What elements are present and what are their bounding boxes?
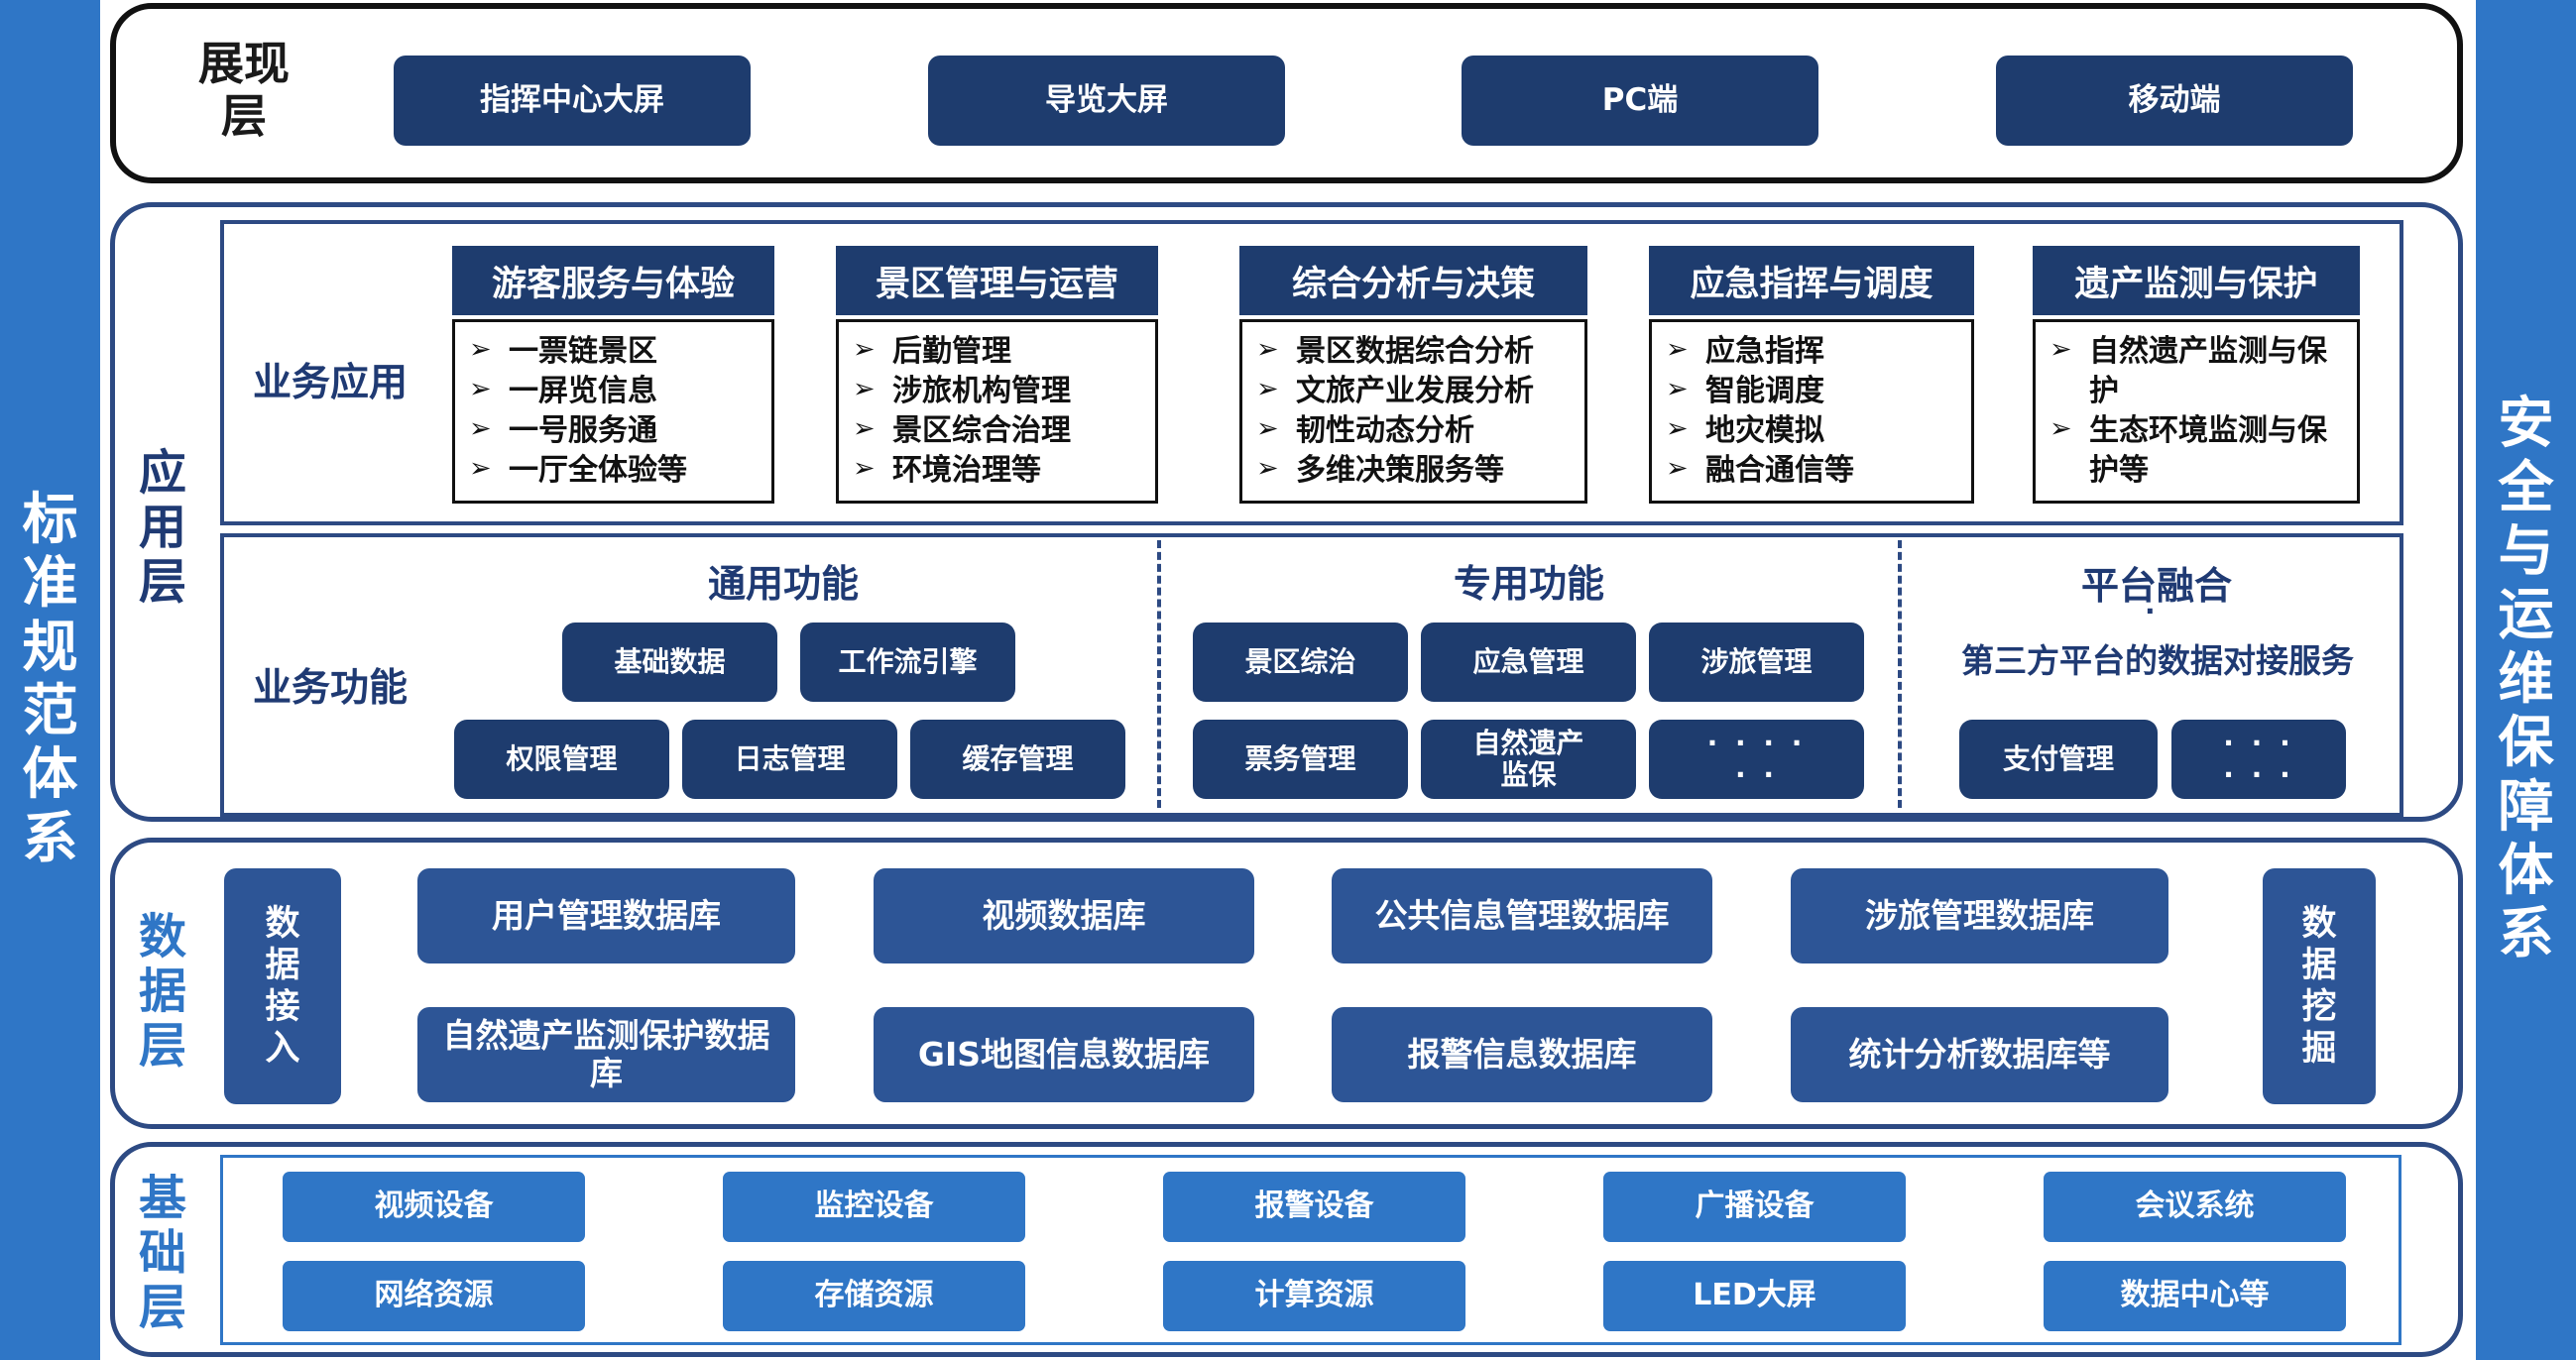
business-applications-label: 业务应用 <box>253 361 409 405</box>
card-title-emergency-command: 应急指挥与调度 <box>1649 246 1974 315</box>
mobile-client-box: 移动端 <box>1996 56 2353 146</box>
ellipsis-box: · · · · · · <box>1649 720 1864 799</box>
base-resources-panel <box>220 1155 2401 1345</box>
general-functions-title: 通用功能 <box>707 562 859 606</box>
tourism-management-db-box: 涉旅管理数据库 <box>1791 868 2168 963</box>
data-ingest-box: 数 据 接 入 <box>224 868 341 1104</box>
business-applications-panel <box>220 220 2403 525</box>
card-body-emergency-command: 应急指挥 智能调度 地灾模拟 融合通信等 <box>1649 319 1974 504</box>
video-equipment-box: 视频设备 <box>283 1172 585 1242</box>
list-item: 多维决策服务等 <box>1256 451 1571 491</box>
security-ops-system-bar: 安 全 与 运 维 保 障 体 系 <box>2476 0 2576 1360</box>
payment-management-box: 支付管理 <box>1959 720 2158 799</box>
storage-resources-box: 存储资源 <box>723 1261 1025 1331</box>
standards-system-label: 标 准 规 范 体 系 <box>22 487 78 871</box>
base-layer-label: 基 础 层 <box>139 1171 187 1336</box>
list-item: 一票链景区 <box>469 332 758 372</box>
cache-management-box: 缓存管理 <box>910 720 1125 799</box>
list-item: 涉旅机构管理 <box>853 372 1141 411</box>
tourism-management-box: 涉旅管理 <box>1649 623 1864 702</box>
list-item: 一屏览信息 <box>469 372 758 411</box>
standards-system-bar: 标 准 规 范 体 系 <box>0 0 100 1360</box>
card-body-scenic-management: 后勤管理 涉旅机构管理 景区综合治理 环境治理等 <box>836 319 1158 504</box>
statistical-analysis-db-box: 统计分析数据库等 <box>1791 1007 2168 1102</box>
list-item: 融合通信等 <box>1666 451 1957 491</box>
list-item: 韧性动态分析 <box>1256 411 1571 451</box>
gis-map-db-box: GIS地图信息数据库 <box>874 1007 1254 1102</box>
compute-resources-box: 计算资源 <box>1163 1261 1465 1331</box>
title-dot: · <box>2145 595 2156 627</box>
security-ops-system-label: 安 全 与 运 维 保 障 体 系 <box>2498 392 2554 967</box>
emergency-management-box: 应急管理 <box>1421 623 1636 702</box>
list-item: 应急指挥 <box>1666 332 1957 372</box>
permission-management-box: 权限管理 <box>454 720 669 799</box>
data-layer-label: 数 据 层 <box>139 909 187 1075</box>
business-functions-panel <box>220 533 2403 817</box>
platform-integration-subtitle: 第三方平台的数据对接服务 <box>1961 641 2354 680</box>
list-item: 文旅产业发展分析 <box>1256 372 1571 411</box>
card-body-heritage-monitoring: 自然遗产监测与保护 生态环境监测与保护等 <box>2033 319 2360 504</box>
presentation-layer-label: 展现 层 <box>198 37 290 143</box>
list-item: 景区综合治理 <box>853 411 1141 451</box>
card-body-analysis-decision: 景区数据综合分析 文旅产业发展分析 韧性动态分析 多维决策服务等 <box>1239 319 1587 504</box>
business-functions-label: 业务功能 <box>253 666 409 711</box>
workflow-engine-box: 工作流引擎 <box>800 623 1015 702</box>
broadcast-equipment-box: 广播设备 <box>1603 1172 1906 1242</box>
card-title-analysis-decision: 综合分析与决策 <box>1239 246 1587 315</box>
pc-client-box: PC端 <box>1462 56 1818 146</box>
card-body-visitor-service: 一票链景区 一屏览信息 一号服务通 一厅全体验等 <box>452 319 774 504</box>
card-title-heritage-monitoring: 遗产监测与保护 <box>2033 246 2360 315</box>
list-item: 地灾模拟 <box>1666 411 1957 451</box>
heritage-protection-box: 自然遗产监保 <box>1421 720 1636 799</box>
video-db-box: 视频数据库 <box>874 868 1254 963</box>
list-item: 景区数据综合分析 <box>1256 332 1571 372</box>
public-info-db-box: 公共信息管理数据库 <box>1332 868 1712 963</box>
application-layer-label: 应 用 层 <box>139 445 187 611</box>
network-resources-box: 网络资源 <box>283 1261 585 1331</box>
list-item: 自然遗产监测与保护 <box>2049 332 2343 411</box>
platform-integration-title: 平台融合 <box>2080 564 2232 608</box>
monitoring-equipment-box: 监控设备 <box>723 1172 1025 1242</box>
alarm-equipment-box: 报警设备 <box>1163 1172 1465 1242</box>
data-center-box: 数据中心等 <box>2044 1261 2346 1331</box>
ticket-management-box: 票务管理 <box>1193 720 1408 799</box>
special-functions-title: 专用功能 <box>1453 562 1604 606</box>
list-item: 生态环境监测与保护等 <box>2049 411 2343 491</box>
scenic-governance-box: 景区综治 <box>1193 623 1408 702</box>
ellipsis-box: · · · · · · <box>2171 720 2346 799</box>
section-divider <box>1157 540 1161 808</box>
alarm-info-db-box: 报警信息数据库 <box>1332 1007 1712 1102</box>
log-management-box: 日志管理 <box>682 720 897 799</box>
list-item: 环境治理等 <box>853 451 1141 491</box>
data-mining-box: 数 据 挖 掘 <box>2263 868 2376 1104</box>
user-management-db-box: 用户管理数据库 <box>417 868 795 963</box>
card-title-scenic-management: 景区管理与运营 <box>836 246 1158 315</box>
heritage-monitoring-db-box: 自然遗产监测保护数据库 <box>417 1007 795 1102</box>
command-center-screen-box: 指挥中心大屏 <box>394 56 751 146</box>
list-item: 后勤管理 <box>853 332 1141 372</box>
led-screen-box: LED大屏 <box>1603 1261 1906 1331</box>
conference-system-box: 会议系统 <box>2044 1172 2346 1242</box>
card-title-visitor-service: 游客服务与体验 <box>452 246 774 315</box>
list-item: 一号服务通 <box>469 411 758 451</box>
basic-data-box: 基础数据 <box>562 623 777 702</box>
section-divider <box>1898 540 1902 808</box>
guide-screen-box: 导览大屏 <box>928 56 1285 146</box>
list-item: 一厅全体验等 <box>469 451 758 491</box>
list-item: 智能调度 <box>1666 372 1957 411</box>
